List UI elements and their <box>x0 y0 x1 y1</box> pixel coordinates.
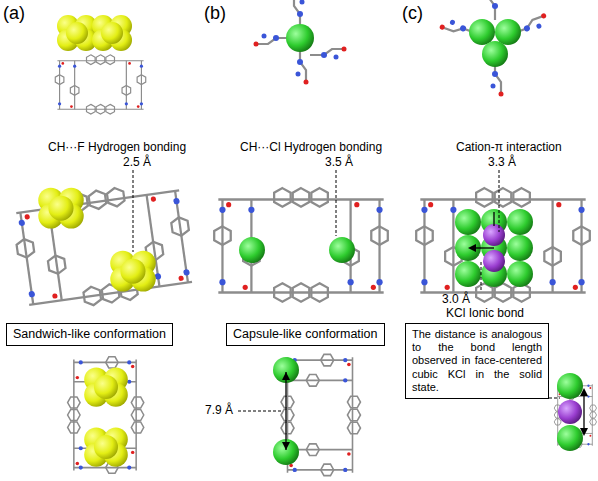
conformation-box: Sandwich-like conformation <box>6 323 173 346</box>
box-text: Sandwich-like conformation <box>13 327 166 341</box>
conformation-box: Capsule-like conformation <box>226 323 385 346</box>
interaction-label: CH···Cl Hydrogen bonding <box>240 141 382 154</box>
distance-label: 7.9 Å <box>205 404 233 417</box>
note-box: The distance is analogous to the bond le… <box>405 323 549 399</box>
panel-b-art <box>214 0 388 476</box>
distance-label: 3.5 Å <box>325 156 353 169</box>
distance-label: 3.0 Å <box>442 293 470 306</box>
interaction-label: Cation-π interaction <box>456 141 562 154</box>
panel-letter: (b) <box>204 4 226 24</box>
distance-label: 2.5 Å <box>123 156 151 169</box>
panel-letter: (c) <box>402 4 423 24</box>
panel-letter: (a) <box>3 4 25 24</box>
box-text: The distance is analogous to the bond le… <box>412 328 542 393</box>
box-text: Capsule-like conformation <box>233 327 378 341</box>
distance-label: 3.3 Å <box>488 156 516 169</box>
panel-a-art <box>11 15 198 473</box>
interaction-label: CH···F Hydrogen bonding <box>48 141 186 154</box>
bond-label: KCl Ionic bond <box>446 307 524 320</box>
